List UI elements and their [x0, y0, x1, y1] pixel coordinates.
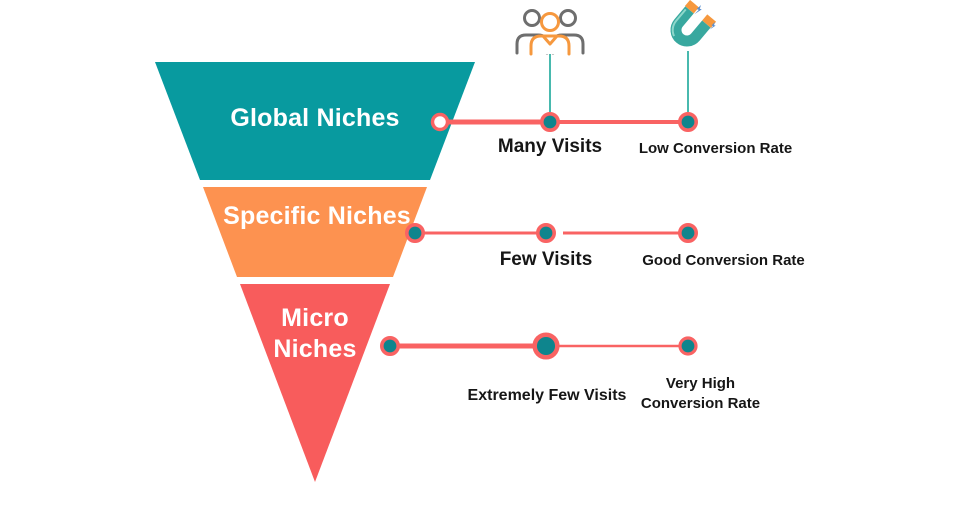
- person-head: [559, 9, 577, 27]
- marker-dot-few-visits: [535, 223, 556, 244]
- funnel-label-global: Global Niches: [230, 104, 400, 132]
- marker-dot-extremely-few-visits: [532, 332, 560, 360]
- marker-open-circle: [430, 112, 450, 132]
- funnel-section-global: [155, 62, 475, 180]
- label-extremely-few-visits: Extremely Few Visits: [467, 387, 627, 404]
- connector-row-global: [430, 112, 698, 133]
- person-collar: [541, 34, 559, 46]
- people-group-icon: [515, 9, 585, 56]
- person-head: [523, 9, 541, 27]
- label-few-visits: Few Visits: [499, 249, 593, 270]
- connector-row-micro: [379, 332, 698, 360]
- marker-dot-low-conversion: [677, 112, 698, 133]
- marker-dot-many-visits: [539, 112, 560, 133]
- magnet-body: [670, 6, 711, 47]
- funnel-section-specific: [203, 187, 427, 277]
- spark-icon: [709, 22, 716, 30]
- funnel-label-specific: Specific Niches: [223, 202, 411, 230]
- funnel-section-micro: [240, 284, 390, 482]
- marker-dot-funnel-micro: [379, 335, 400, 356]
- spark-icon: [694, 5, 702, 15]
- magnet-icon: [670, 0, 717, 47]
- label-low-conversion-rate: Low Conversion Rate: [638, 140, 793, 157]
- marker-dot-funnel-specific: [404, 223, 425, 244]
- label-good-conversion-rate: Good Conversion Rate: [642, 252, 805, 269]
- person-head: [540, 12, 560, 32]
- label-very-high-conversion-rate: Very High Conversion Rate: [640, 375, 761, 412]
- label-many-visits: Many Visits: [497, 136, 603, 157]
- magnet-highlight: [671, 8, 687, 37]
- funnel-label-micro: Micro Niches: [273, 304, 357, 363]
- connector-row-specific: [404, 223, 698, 244]
- marker-dot-good-conversion: [677, 223, 698, 244]
- marker-dot-very-high-conversion: [678, 336, 698, 356]
- magnet-tip: [684, 0, 699, 14]
